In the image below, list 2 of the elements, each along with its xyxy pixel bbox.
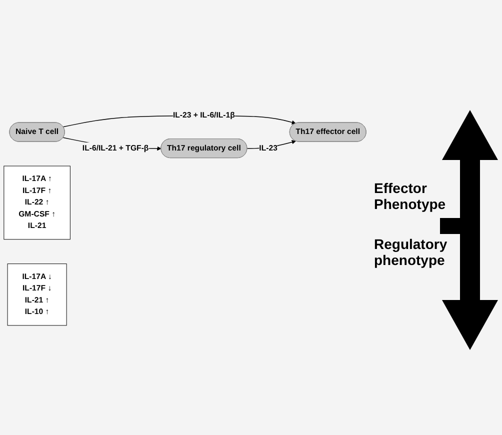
phenotype-label: Effector Phenotype (374, 180, 447, 212)
phenotype-label: Regulatory phenotype (374, 236, 448, 268)
